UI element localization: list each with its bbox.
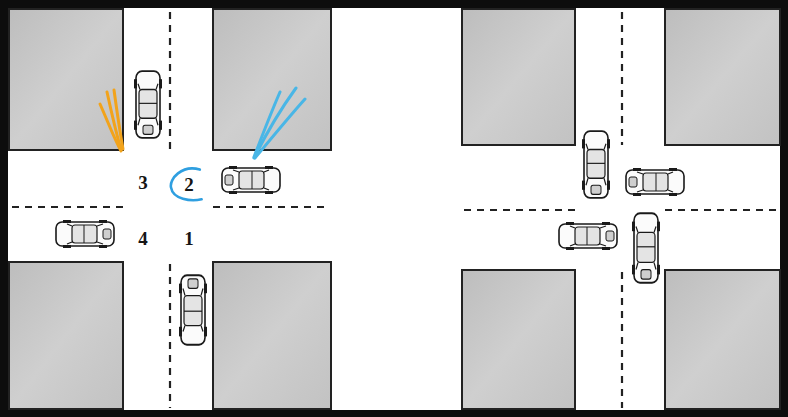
lane-number: 4 [138,229,148,248]
lane-number: 1 [184,229,194,248]
circled-callout: 2 [169,165,209,203]
callout-number: 2 [169,175,209,194]
lane-number: 3 [138,173,148,192]
